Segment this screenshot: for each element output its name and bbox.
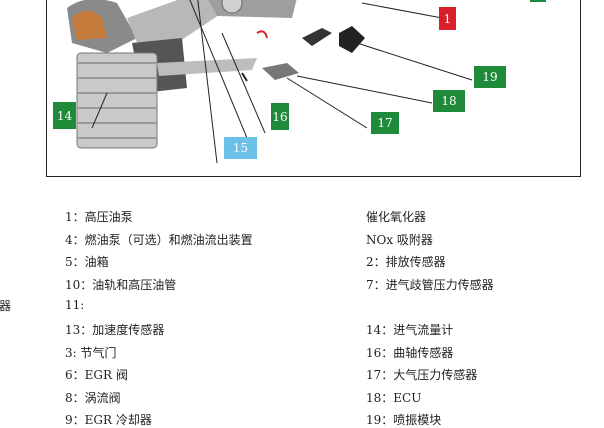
legend-left-5: 11: <box>65 298 85 312</box>
callout-17: 17 <box>371 112 399 134</box>
turbo-part <box>221 0 243 14</box>
intake-pipe <box>157 58 257 76</box>
ecu-connector-part <box>339 26 365 53</box>
legend-right-8: 18：ECU <box>366 391 422 405</box>
legend-right-7: 17：大气压力传感器 <box>366 368 478 382</box>
legend-left-9: 8：涡流阀 <box>65 391 121 405</box>
legend-left-7: 3: 节气门 <box>65 346 117 360</box>
legend-right-2: NOx 吸附器 <box>366 233 433 247</box>
legend-left-6: 13：加速度传感器 <box>65 323 165 337</box>
intercooler-part <box>76 52 158 149</box>
sensor-ring <box>256 30 268 39</box>
sensor-part <box>302 28 332 46</box>
legend-left-10: 9：EGR 冷却器 <box>65 413 152 427</box>
callout-15: 15 <box>224 137 257 159</box>
legend-left-8: 6：EGR 阀 <box>65 368 128 382</box>
legend-right-1: 催化氧化器 <box>366 210 427 224</box>
callout-16: 16 <box>271 103 289 130</box>
legend-left-4: 10：油轨和高压油管 <box>65 278 177 292</box>
callout-18: 18 <box>433 90 465 112</box>
callout-19: 19 <box>474 66 506 88</box>
legend-left-1: 1：高压油泵 <box>65 210 133 224</box>
atm-sensor-part <box>262 63 299 80</box>
legend-right-3: 2：排放传感器 <box>366 255 446 269</box>
callout-top-right <box>530 0 546 2</box>
callout-14: 14 <box>53 102 76 129</box>
legend-right-4: 7：进气歧管压力传感器 <box>366 278 494 292</box>
edge-text: 器 <box>0 299 12 313</box>
legend-right-5: 14：进气流量计 <box>366 323 454 337</box>
manifold-part <box>127 0 237 43</box>
engine-component-illustration <box>67 0 473 164</box>
pump-part <box>72 10 107 40</box>
engine-diagram-figure: 1 19 18 17 16 15 14 <box>46 0 581 177</box>
intercooler-fins <box>77 62 157 139</box>
callout-1: 1 <box>439 7 456 30</box>
legend-left-3: 5：油箱 <box>65 255 109 269</box>
legend-right-6: 16：曲轴传感器 <box>366 346 454 360</box>
legend-left-2: 4：燃油泵（可选）和燃油流出装置 <box>65 233 253 247</box>
legend-right-9: 19：喷振模块 <box>366 413 442 427</box>
crank-sensor-part <box>241 72 248 82</box>
exhaust-pipe <box>208 0 297 18</box>
